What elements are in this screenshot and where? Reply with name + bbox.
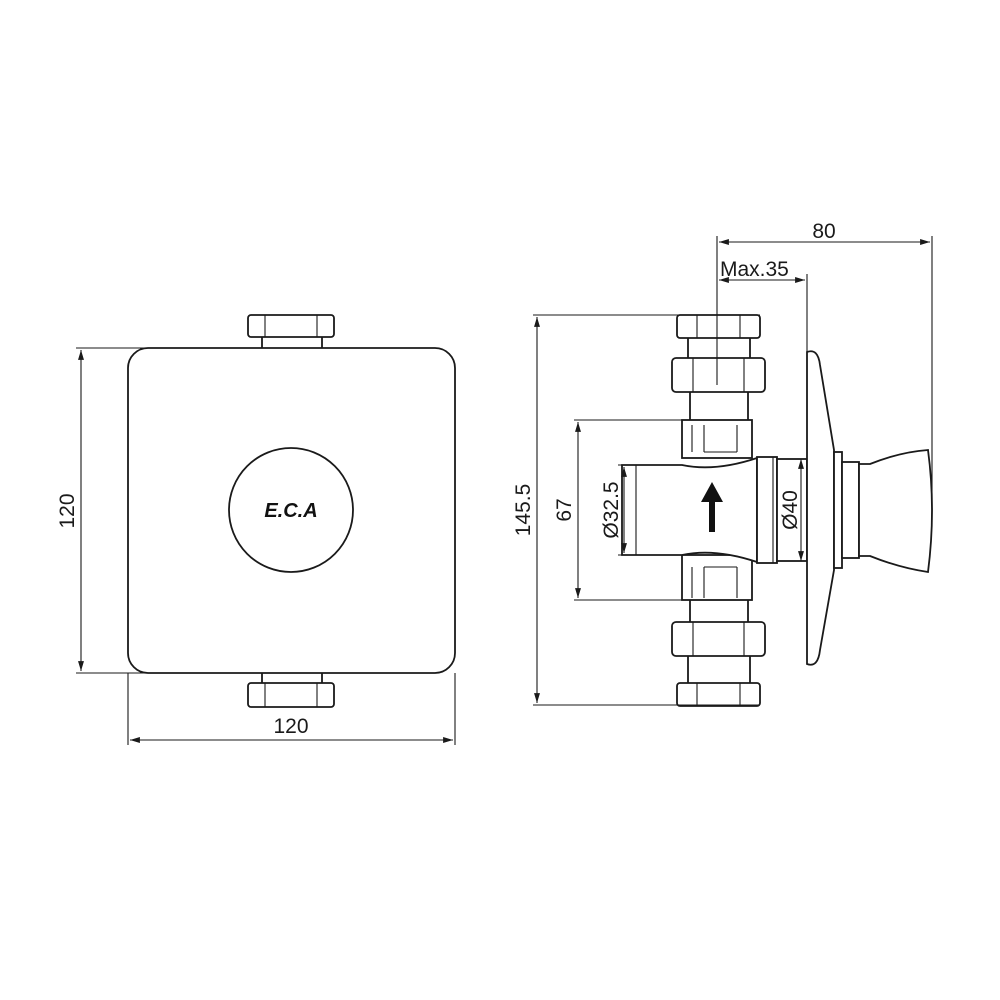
cartridge-diameter-dimension: Ø40 <box>779 459 804 561</box>
height-label: 120 <box>56 493 79 528</box>
body-height-dimension: 67 <box>553 419 682 601</box>
overall-height-label: 145.5 <box>512 484 535 537</box>
cartridge-diameter-label: Ø40 <box>779 490 802 530</box>
lower-fittings <box>671 554 766 707</box>
handle <box>833 449 933 574</box>
depth-label: 80 <box>812 220 835 243</box>
max-wall-label: Max.35 <box>720 258 789 281</box>
brand-logo: E.C.A <box>264 500 317 522</box>
front-view: E.C.A 120 120 <box>56 314 456 745</box>
inlet-diameter-label: Ø32.5 <box>600 481 623 538</box>
top-nut <box>247 314 335 350</box>
height-dimension: 120 <box>56 347 150 674</box>
push-button <box>228 447 354 573</box>
width-dimension: 120 <box>127 673 456 745</box>
width-label: 120 <box>273 715 308 738</box>
overall-height-dimension: 145.5 <box>512 314 760 706</box>
flow-arrow-icon <box>701 482 723 532</box>
wall-plate <box>806 350 835 666</box>
inlet-diameter-dimension: Ø32.5 <box>600 464 636 556</box>
max-wall-dimension: Max.35 <box>719 258 808 352</box>
upper-fittings <box>671 314 766 459</box>
body-height-label: 67 <box>553 498 576 521</box>
depth-dimension: 80 <box>716 220 933 520</box>
side-view: 80 Max.35 145.5 67 Ø32.5 Ø40 <box>512 220 933 707</box>
bottom-nut <box>247 671 335 708</box>
